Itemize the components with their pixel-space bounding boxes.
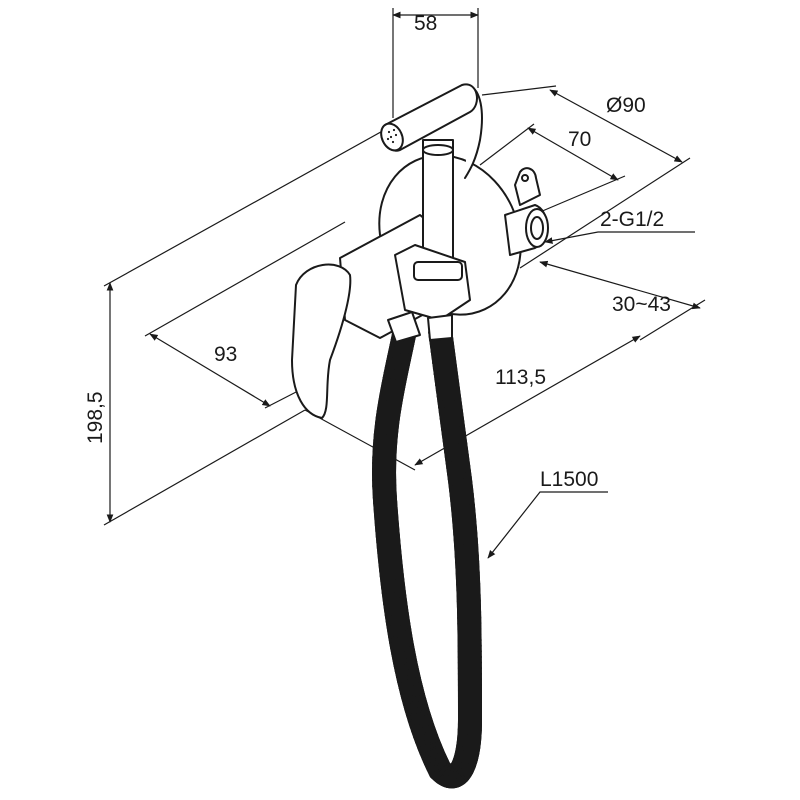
dimension-lines (103, 8, 706, 559)
ext-line (519, 157, 691, 269)
ext-line (479, 123, 535, 166)
hose-connector (427, 314, 453, 341)
label-198-5: 198,5 (84, 391, 107, 444)
label-93: 93 (214, 343, 237, 366)
hose-leader (487, 491, 608, 559)
hose (384, 330, 483, 776)
ext-line (264, 389, 301, 409)
dim-30-43-line (539, 260, 701, 310)
label-58: 58 (414, 12, 437, 35)
hose-connector (387, 311, 421, 343)
thread-leader (544, 231, 695, 244)
pipe-cap (422, 144, 454, 156)
dim-d90-line (549, 89, 683, 163)
lever-handle (291, 263, 352, 419)
label-70: 70 (568, 128, 591, 151)
ext-line (481, 85, 557, 96)
label-l1500: L1500 (540, 468, 598, 491)
label-113-5: 113,5 (495, 366, 546, 389)
ext-line (304, 409, 416, 471)
ext-line (639, 299, 706, 341)
dim-70-line (527, 127, 619, 181)
ext-line (103, 409, 306, 526)
dimension-labels: 58 Ø90 70 2-G1/2 30~43 93 113,5 198,5 L1… (84, 12, 671, 491)
dim-93-line (149, 333, 271, 407)
ext-line (539, 175, 626, 213)
bracket-hole (521, 174, 529, 182)
label-d90: Ø90 (606, 94, 646, 117)
label-thread: 2-G1/2 (600, 208, 664, 231)
holder-ring (413, 261, 463, 281)
spray-nozzles-icon (386, 128, 398, 144)
label-30-43: 30~43 (612, 293, 671, 316)
faucet (291, 83, 549, 419)
ext-line (103, 127, 389, 287)
ext-line (144, 221, 346, 337)
inlet-bore (530, 216, 544, 240)
inlet-bracket (514, 167, 541, 206)
